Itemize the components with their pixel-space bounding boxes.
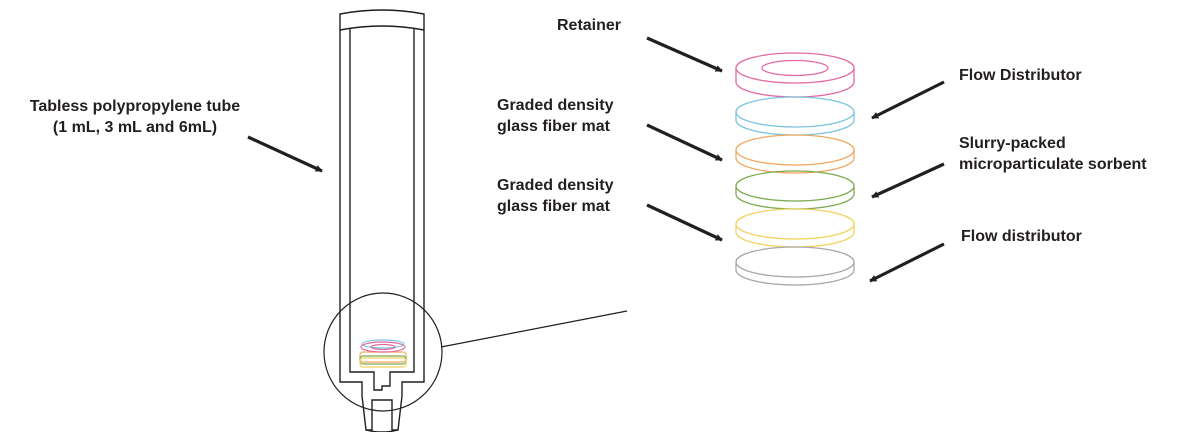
arrow-tube: [247, 135, 323, 173]
label-glass-fiber-mat-bottom-line-2: glass fiber mat: [497, 198, 610, 215]
label-glass-fiber-mat-top: Graded density glass fiber mat: [497, 95, 613, 137]
label-glass-fiber-mat-top-line-2: glass fiber mat: [497, 118, 610, 135]
label-tube-line-2: (1 mL, 3 mL and 6mL): [52, 119, 218, 136]
layer-glass-fiber-mat-top: [735, 134, 855, 174]
arrow-glass-fiber-top: [646, 123, 723, 162]
label-sorbent-line-2: microparticulate sorbent: [959, 156, 1147, 173]
tube-outer-wall: [339, 30, 425, 431]
magnifier-circle: [323, 292, 443, 412]
label-flow-distributor-top: Flow Distributor: [959, 65, 1082, 86]
layer-sorbent: [735, 170, 855, 210]
label-retainer-line-1: Retainer: [557, 17, 622, 34]
magnifier-line: [440, 310, 628, 348]
arrow-flow-distributor-top: [871, 80, 945, 120]
label-flow-distributor-bottom-line-1: Flow distributor: [961, 228, 1082, 245]
arrow-flow-distributor-bottom: [869, 242, 945, 283]
arrow-sorbent: [871, 162, 945, 199]
label-flow-distributor-bottom: Flow distributor: [961, 226, 1082, 247]
label-sorbent: Slurry-packed microparticulate sorbent: [959, 133, 1147, 175]
arrow-retainer: [646, 36, 723, 73]
layer-retainer: [735, 52, 855, 98]
tube-inner-wall: [349, 28, 415, 391]
tube-lip: [339, 9, 425, 31]
label-retainer: Retainer: [557, 15, 621, 36]
label-tube: Tabless polypropylene tube (1 mL, 3 mL a…: [0, 96, 270, 138]
label-glass-fiber-mat-top-line-1: Graded density: [497, 97, 614, 114]
tube: [339, 9, 425, 432]
layer-glass-fiber-mat-bottom: [735, 208, 855, 248]
layer-flow-distributor-bottom: [735, 246, 855, 286]
arrow-glass-fiber-bottom: [646, 203, 723, 242]
tube-packed-bed: [359, 339, 407, 368]
arrows: [247, 36, 945, 283]
label-glass-fiber-mat-bottom-line-1: Graded density: [497, 177, 614, 194]
label-tube-line-1: Tabless polypropylene tube: [29, 98, 241, 115]
label-glass-fiber-mat-bottom: Graded density glass fiber mat: [497, 175, 613, 217]
label-sorbent-line-1: Slurry-packed: [959, 135, 1066, 152]
label-flow-distributor-top-line-1: Flow Distributor: [959, 67, 1082, 84]
exploded-layer-stack: [735, 52, 855, 286]
layer-flow-distributor-top: [735, 96, 855, 136]
